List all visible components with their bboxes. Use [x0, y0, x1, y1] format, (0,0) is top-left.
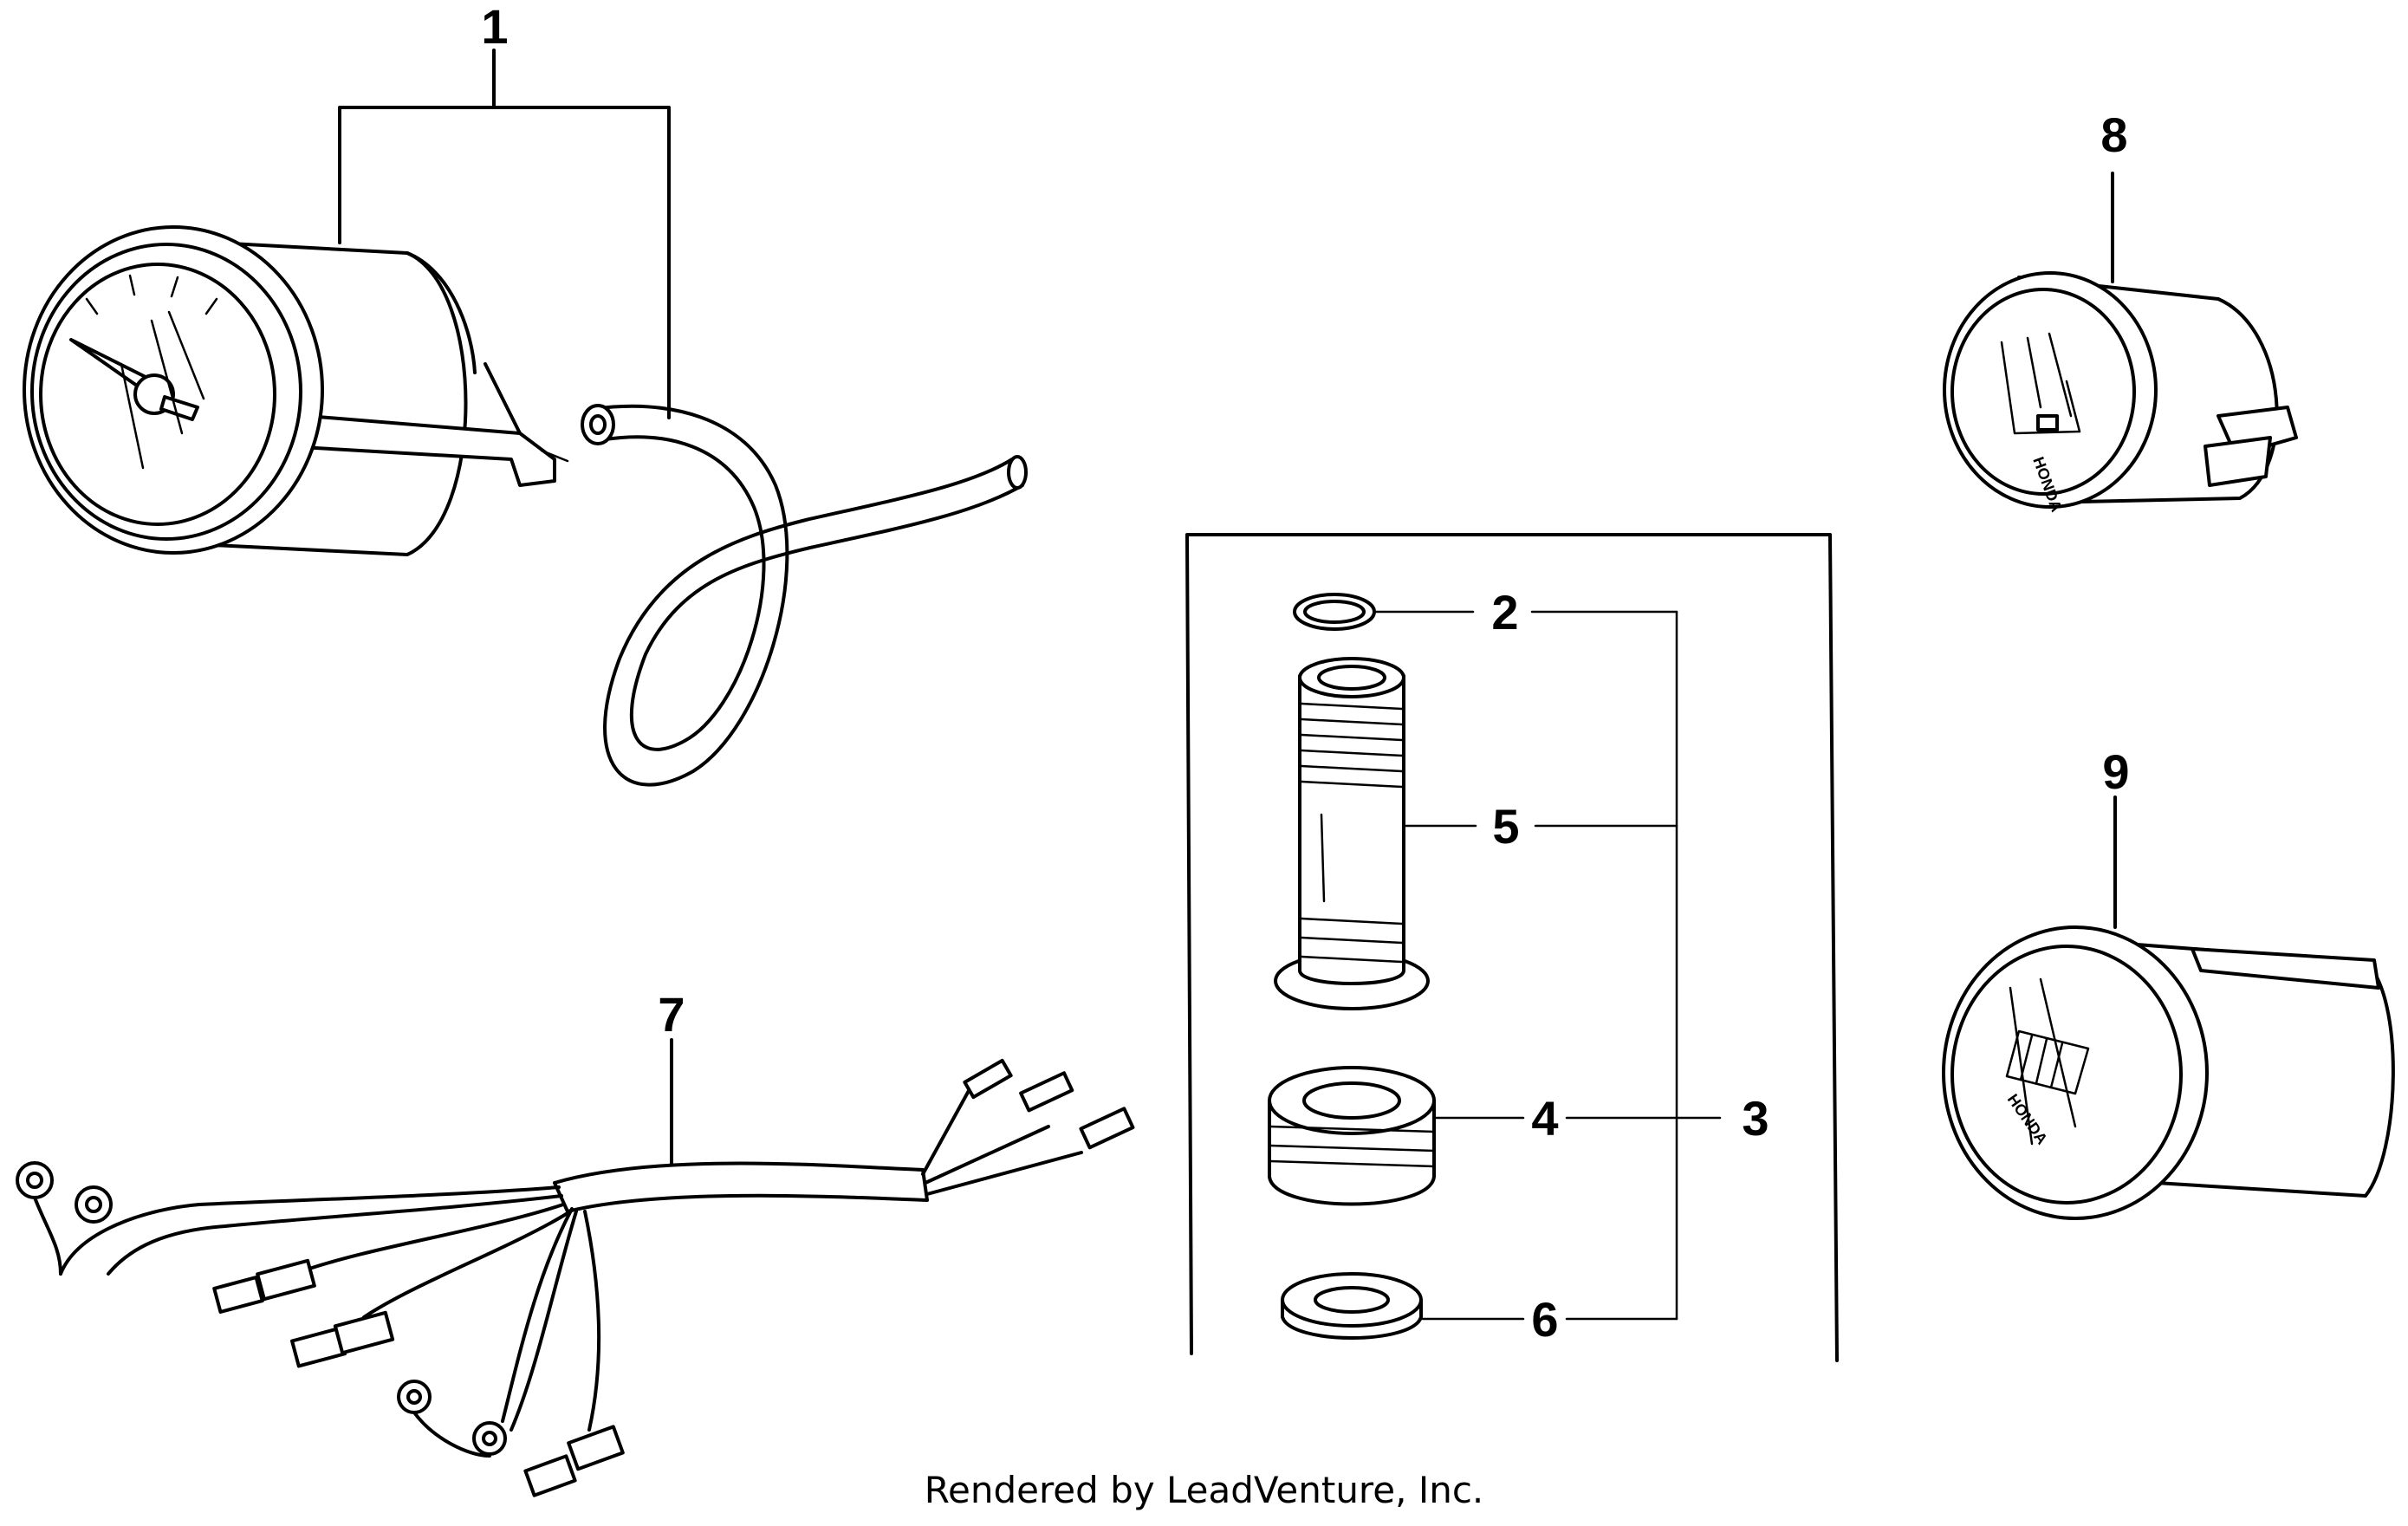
callout-9: 9	[2102, 744, 2129, 799]
part-5-sleeve	[1274, 657, 1430, 1010]
part-6-washer	[1281, 1272, 1423, 1340]
callout-3: 3	[1742, 1091, 1769, 1146]
parts-box	[1185, 533, 1839, 1362]
render-credit: Rendered by LeadVenture, Inc.	[924, 1469, 1484, 1511]
part-4-nut	[1268, 1066, 1436, 1206]
part-9-gauge: HONDA	[1942, 795, 2395, 1220]
callout-4: 4	[1531, 1091, 1558, 1146]
callout-7: 7	[658, 987, 685, 1042]
callout-8: 8	[2100, 107, 2127, 162]
callout-2: 2	[1491, 585, 1518, 640]
part-1-gauge-assembly	[23, 49, 1028, 787]
leader-lines	[1374, 610, 1722, 1321]
part-7-harness	[16, 1038, 1135, 1497]
callout-1: 1	[481, 0, 508, 54]
part-8-gauge: HONDA	[1943, 172, 2298, 514]
callout-6: 6	[1531, 1292, 1558, 1347]
callout-5: 5	[1492, 799, 1519, 854]
part-2-o-ring	[1293, 593, 1376, 631]
